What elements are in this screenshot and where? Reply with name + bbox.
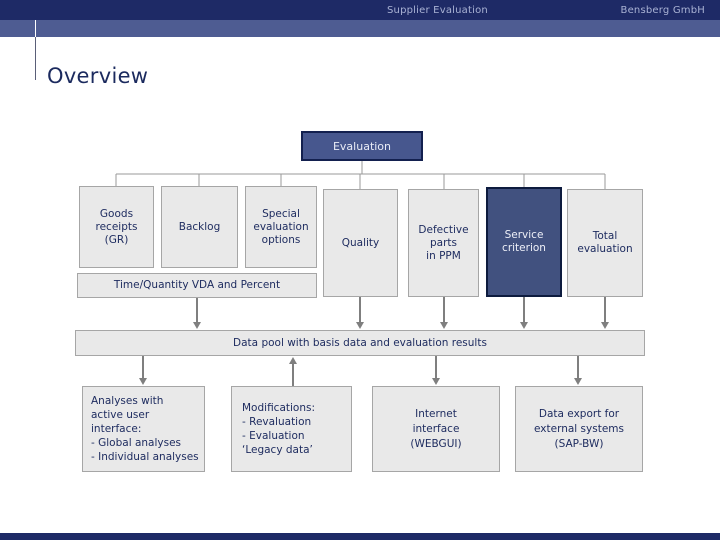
- box-data-export: Data export for external systems (SAP-BW…: [515, 386, 643, 472]
- box-service-criterion: Service criterion: [486, 187, 562, 297]
- box-modifications: Modifications: - Revaluation - Evaluatio…: [231, 386, 352, 472]
- box-total-evaluation: Total evaluation: [567, 189, 643, 297]
- box-analyses-user-interface: Analyses with active user interface: - G…: [82, 386, 205, 472]
- box-goods-receipts: Goods receipts (GR): [79, 186, 154, 268]
- box-quality: Quality: [323, 189, 398, 297]
- box-internet-interface: Internet interface (WEBGUI): [372, 386, 500, 472]
- page-title: Overview: [47, 64, 149, 88]
- footer-bar: [0, 533, 720, 540]
- box-special-evaluation-options: Special evaluation options: [245, 186, 317, 268]
- box-data-pool: Data pool with basis data and evaluation…: [75, 330, 645, 356]
- header-stripe: [0, 20, 720, 37]
- box-evaluation-root: Evaluation: [301, 131, 423, 161]
- header-company: Bensberg GmbH: [620, 5, 705, 16]
- margin-line-top: [35, 20, 36, 37]
- box-time-quantity-method: Time/Quantity VDA and Percent: [77, 273, 317, 298]
- header-bar: [0, 0, 720, 20]
- margin-line: [35, 37, 36, 80]
- box-backlog: Backlog: [161, 186, 238, 268]
- box-defective-parts-ppm: Defective parts in PPM: [408, 189, 479, 297]
- header-title: Supplier Evaluation: [387, 5, 488, 16]
